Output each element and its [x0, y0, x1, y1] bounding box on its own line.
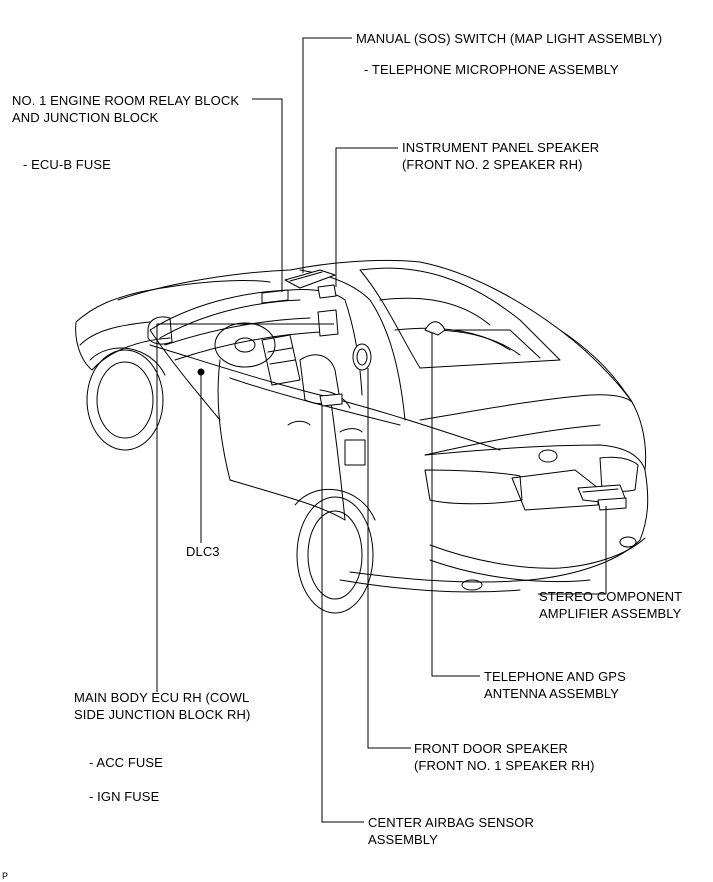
label-main-body-ecu: MAIN BODY ECU RH (COWL SIDE JUNCTION BLO…	[74, 690, 251, 722]
leader-main-body-ecu	[156, 323, 334, 692]
label-ign-fuse: - IGN FUSE	[89, 789, 160, 804]
relay-block	[261, 289, 289, 304]
leader-front-door-speaker	[367, 368, 411, 749]
page-id: P	[2, 871, 9, 881]
label-airbag-sensor: CENTER AIRBAG SENSOR ASSEMBLY	[368, 815, 534, 847]
leader-antenna	[431, 333, 480, 677]
label-stereo-amp: STEREO COMPONENT AMPLIFIER ASSEMBLY	[539, 589, 683, 621]
leader-airbag-sensor	[321, 404, 364, 823]
components	[197, 269, 627, 511]
car-body-outline	[75, 259, 649, 593]
label-ecu-b-fuse: - ECU-B FUSE	[23, 157, 111, 172]
label-front-door-speaker: FRONT DOOR SPEAKER (FRONT NO. 1 SPEAKER …	[414, 741, 595, 773]
cowl-junction-block	[317, 309, 339, 337]
label-manual-switch: MANUAL (SOS) SWITCH (MAP LIGHT ASSEMBLY)	[356, 31, 663, 46]
leader-manual-switch	[302, 37, 352, 273]
label-antenna: TELEPHONE AND GPS ANTENNA ASSEMBLY	[484, 669, 626, 701]
label-ip-speaker: INSTRUMENT PANEL SPEAKER (FRONT NO. 2 SP…	[402, 140, 600, 172]
wheels	[86, 347, 376, 614]
leader-relay-block	[252, 98, 283, 292]
leader-lines	[156, 37, 607, 823]
front-door-speaker	[352, 343, 372, 371]
leader-ip-speaker	[335, 147, 398, 287]
label-relay-block: NO. 1 ENGINE ROOM RELAY BLOCK AND JUNCTI…	[12, 93, 240, 125]
telephone-gps-antenna	[424, 321, 446, 336]
label-dlc3: DLC3	[186, 544, 220, 559]
leader-stereo-amp	[538, 506, 607, 595]
map-light-assembly	[284, 269, 336, 289]
label-acc-fuse: - ACC FUSE	[89, 755, 163, 770]
label-telephone-microphone: - TELEPHONE MICROPHONE ASSEMBLY	[364, 62, 619, 77]
ip-speaker	[317, 284, 337, 299]
center-airbag-sensor	[319, 393, 343, 407]
